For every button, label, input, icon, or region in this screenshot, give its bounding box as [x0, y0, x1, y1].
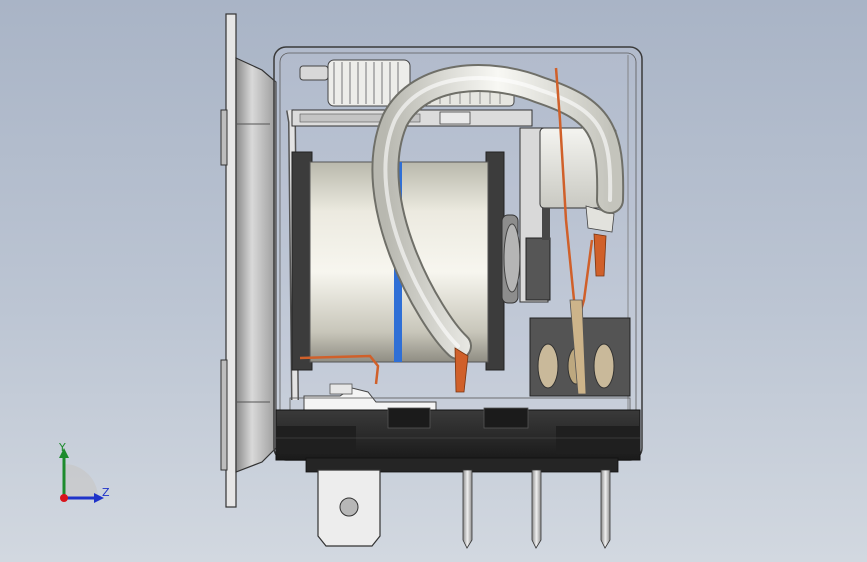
triad-y-label: Y: [59, 441, 66, 454]
lead-wire[interactable]: [371, 64, 625, 360]
contact-block[interactable]: [529, 299, 631, 397]
triad-graphic: [59, 448, 104, 503]
triad-z-label: Z: [102, 486, 110, 499]
quick-connect-terminal[interactable]: [317, 469, 381, 547]
relay-base[interactable]: [275, 407, 641, 473]
orientation-triad: Y Z: [40, 436, 120, 516]
mounting-flange[interactable]: [220, 13, 277, 508]
relay-pins[interactable]: [462, 469, 611, 549]
